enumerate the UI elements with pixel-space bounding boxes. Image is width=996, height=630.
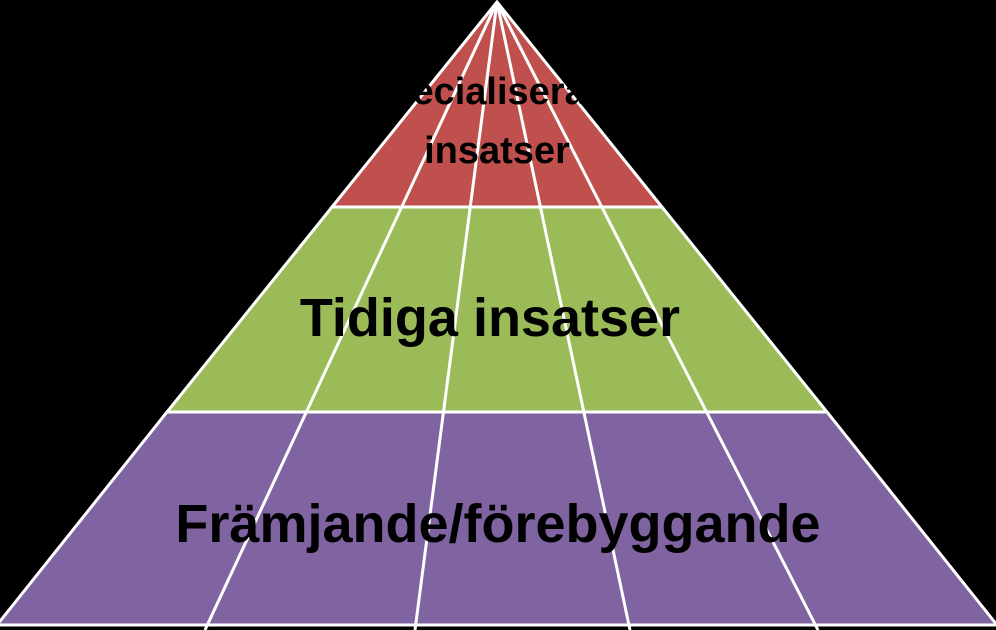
tier-middle-label: Tidiga insatser bbox=[300, 288, 680, 348]
tier-bottom-label: Främjande/förebyggande bbox=[175, 494, 820, 554]
pyramid-grid-lines bbox=[203, 1, 820, 630]
tier-labels: Specialiserade insatser Tidiga insatser … bbox=[175, 71, 820, 554]
grid-line-1 bbox=[203, 1, 499, 630]
tier-bottom-promotion bbox=[0, 410, 996, 627]
grid-line-2 bbox=[413, 1, 499, 630]
tier-top-label-line-1: Specialiserade bbox=[364, 71, 630, 113]
grid-line-3 bbox=[495, 1, 632, 630]
tier-top-label-line-2: insatser bbox=[424, 130, 570, 172]
grid-line-4 bbox=[495, 1, 820, 630]
